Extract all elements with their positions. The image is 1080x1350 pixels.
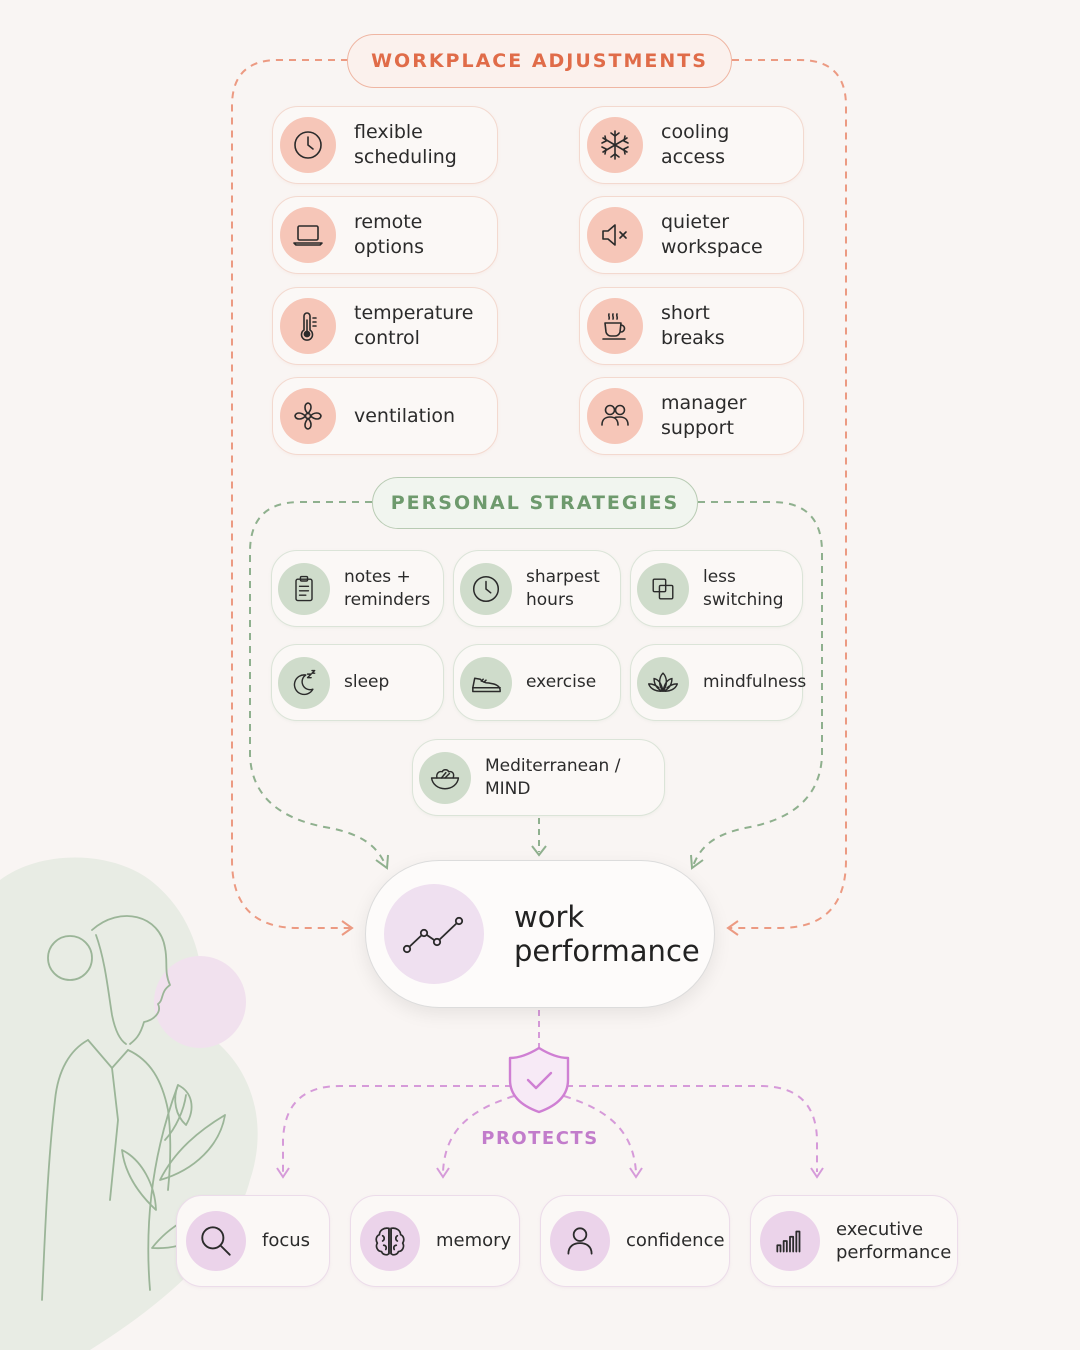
card-remote-options: remote options bbox=[272, 196, 498, 274]
card-ventilation: ventilation bbox=[272, 377, 498, 455]
card-label: notes + reminders bbox=[344, 567, 431, 610]
card-label: memory bbox=[436, 1230, 512, 1252]
laptop-icon bbox=[280, 207, 336, 263]
card-mindfulness: mindfulness bbox=[630, 644, 807, 721]
card-label: Mediterranean / MIND bbox=[485, 756, 621, 799]
card-confidence: confidence bbox=[540, 1195, 730, 1287]
background-blob-pink bbox=[154, 956, 246, 1048]
work-performance-node: work performance bbox=[365, 860, 715, 1008]
card-mediterranean-mind: Mediterranean / MIND bbox=[412, 739, 665, 816]
card-label: quieter workspace bbox=[661, 211, 763, 258]
workplace-connector bbox=[231, 59, 350, 929]
card-short-breaks: short breaks bbox=[579, 287, 804, 365]
card-label: confidence bbox=[626, 1230, 725, 1252]
protects-connector bbox=[563, 1095, 637, 1173]
card-label: focus bbox=[262, 1230, 311, 1252]
protects-connector bbox=[442, 1095, 515, 1173]
arrowhead bbox=[375, 854, 389, 870]
arrowhead bbox=[726, 920, 739, 936]
card-label: mindfulness bbox=[703, 672, 807, 693]
fan-icon bbox=[280, 388, 336, 444]
magnifier-icon bbox=[186, 1211, 246, 1271]
arrowhead bbox=[341, 920, 354, 936]
arrowhead bbox=[810, 1167, 824, 1179]
protects-label: PROTECTS bbox=[481, 1128, 599, 1149]
personal-connector bbox=[249, 501, 387, 867]
bar-chart-icon bbox=[760, 1211, 820, 1271]
arrowhead bbox=[629, 1167, 643, 1179]
card-label: remote options bbox=[354, 211, 424, 258]
workplace-connector bbox=[728, 59, 847, 929]
clock-icon bbox=[460, 562, 512, 615]
card-label: ventilation bbox=[354, 404, 456, 427]
moon-icon bbox=[278, 656, 330, 709]
card-label: executive performance bbox=[836, 1218, 952, 1263]
card-label: less switching bbox=[703, 567, 784, 610]
arrowhead bbox=[690, 854, 704, 870]
arrowhead bbox=[436, 1167, 450, 1179]
card-notes-reminders: notes + reminders bbox=[271, 550, 444, 627]
speaker-mute-icon bbox=[587, 207, 643, 263]
personal-connector bbox=[692, 501, 823, 867]
card-cooling-access: cooling access bbox=[579, 106, 804, 184]
trend-line-icon bbox=[384, 884, 484, 984]
sneaker-icon bbox=[460, 656, 512, 709]
card-label: exercise bbox=[526, 672, 597, 693]
card-label: sharpest hours bbox=[526, 567, 600, 610]
card-exercise: exercise bbox=[453, 644, 621, 721]
card-less-switching: less switching bbox=[630, 550, 803, 627]
overlapping-windows-icon bbox=[637, 562, 689, 615]
brain-icon bbox=[360, 1211, 420, 1271]
card-label: manager support bbox=[661, 392, 747, 439]
thermometer-icon bbox=[280, 298, 336, 354]
card-executive-performance: executive performance bbox=[750, 1195, 958, 1287]
shield-check-icon bbox=[508, 1046, 570, 1114]
lotus-icon bbox=[637, 656, 689, 709]
card-label: temperature control bbox=[354, 302, 474, 349]
woman-with-plant-illustration bbox=[41, 915, 226, 1301]
clock-icon bbox=[280, 117, 336, 173]
card-quieter-workspace: quieter workspace bbox=[579, 196, 804, 274]
card-label: short breaks bbox=[661, 302, 725, 349]
card-manager-support: manager support bbox=[579, 377, 804, 455]
people-icon bbox=[587, 388, 643, 444]
coffee-cup-icon bbox=[587, 298, 643, 354]
card-label: sleep bbox=[344, 672, 390, 693]
person-icon bbox=[550, 1211, 610, 1271]
card-temperature-control: temperature control bbox=[272, 287, 498, 365]
salad-bowl-icon bbox=[419, 751, 471, 804]
snowflake-icon bbox=[587, 117, 643, 173]
protects-connector bbox=[282, 1085, 512, 1172]
arrowhead bbox=[531, 845, 547, 857]
card-sharpest-hours: sharpest hours bbox=[453, 550, 621, 627]
card-flexible-scheduling: flexible scheduling bbox=[272, 106, 498, 184]
card-memory: memory bbox=[350, 1195, 520, 1287]
work-performance-label: work performance bbox=[514, 899, 700, 968]
card-sleep: sleep bbox=[271, 644, 444, 721]
card-focus: focus bbox=[176, 1195, 330, 1287]
personal-strategies-title: PERSONAL STRATEGIES bbox=[372, 477, 698, 529]
card-label: cooling access bbox=[661, 121, 730, 168]
protects-connector bbox=[566, 1085, 818, 1172]
arrowhead bbox=[276, 1167, 290, 1179]
workplace-adjustments-title: WORKPLACE ADJUSTMENTS bbox=[347, 34, 732, 88]
notepad-icon bbox=[278, 562, 330, 615]
card-label: flexible scheduling bbox=[354, 121, 457, 168]
